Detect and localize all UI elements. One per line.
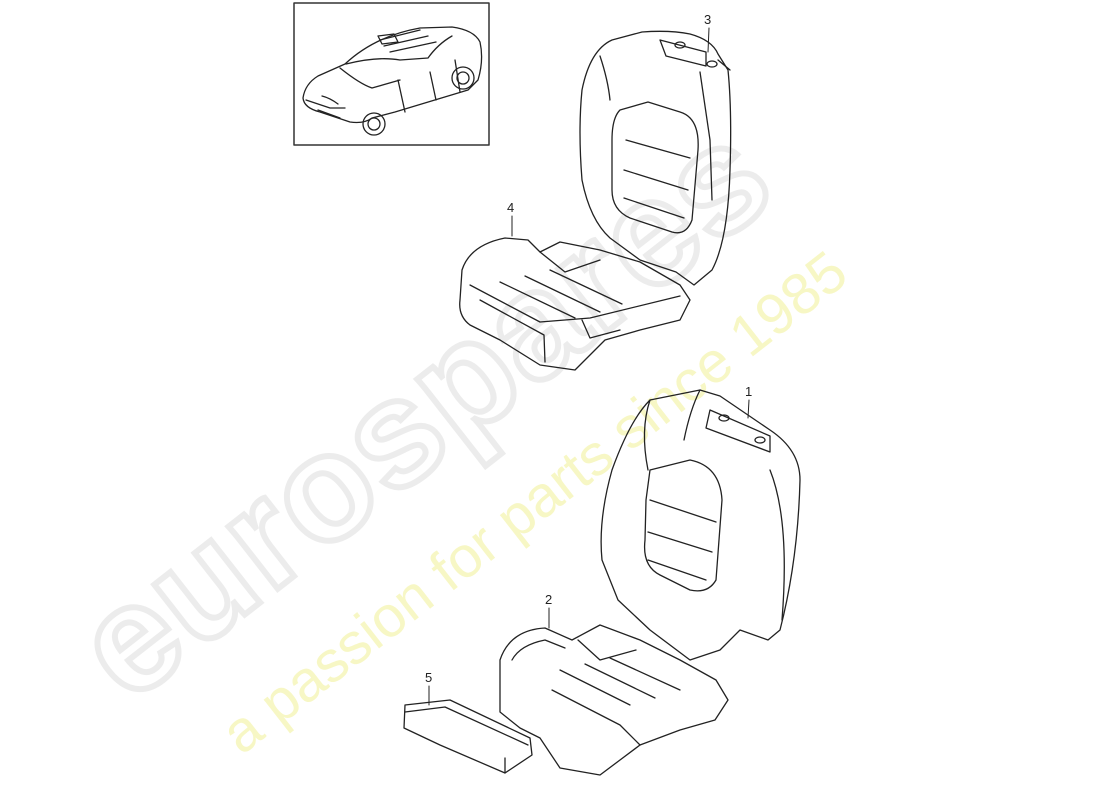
leader-lines — [428, 27, 750, 706]
part-4-cushion — [459, 237, 691, 371]
part-5-pad — [403, 699, 533, 774]
part-3-backrest — [579, 30, 732, 286]
part-2-cushion-sport — [499, 624, 729, 776]
callout-1: 1 — [745, 384, 753, 399]
callout-5: 5 — [425, 670, 433, 685]
vehicle-thumbnail — [293, 2, 490, 146]
part-1-backrest-sport — [600, 389, 801, 661]
callout-2: 2 — [545, 592, 553, 607]
callout-3: 3 — [704, 12, 712, 27]
callout-4: 4 — [507, 200, 515, 215]
